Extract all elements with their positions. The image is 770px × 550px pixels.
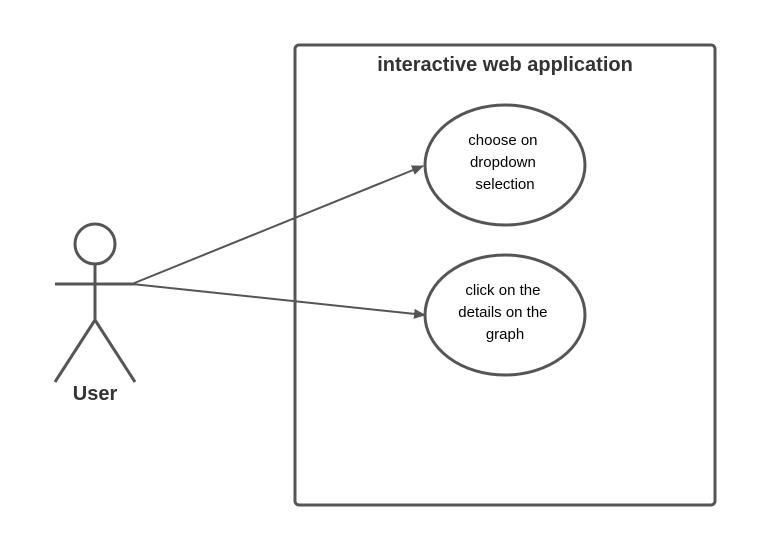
actor-head [73,222,117,266]
use-case-1-line-1: choose on [468,132,537,149]
actor-left-leg [53,319,97,383]
association-arrow-1 [131,165,424,285]
actor-right-leg [93,319,137,383]
use-case-1-label: choose on dropdown selection [468,132,541,193]
system-title: interactive web application [377,54,633,76]
use-case-2-ellipse [423,253,587,377]
use-case-2: click on the details on the graph [423,253,587,377]
use-case-2-line-3: graph [486,326,524,343]
use-case-2-line-1: click on the [465,282,540,299]
use-case-1-line-2: dropdown [470,154,536,171]
associations [131,165,426,319]
system-boundary-box [293,43,717,507]
use-case-1: choose on dropdown selection [423,103,587,227]
use-case-1-line-3: selection [475,176,534,193]
use-case-1-ellipse [423,103,587,227]
association-arrow-2 [131,283,426,319]
use-case-2-label: click on the details on the graph [458,282,551,343]
actor-label: User [73,383,118,405]
use-case-2-line-2: details on the [458,304,547,321]
actor-user: User [53,222,137,405]
system-boundary: interactive web application [293,43,717,507]
